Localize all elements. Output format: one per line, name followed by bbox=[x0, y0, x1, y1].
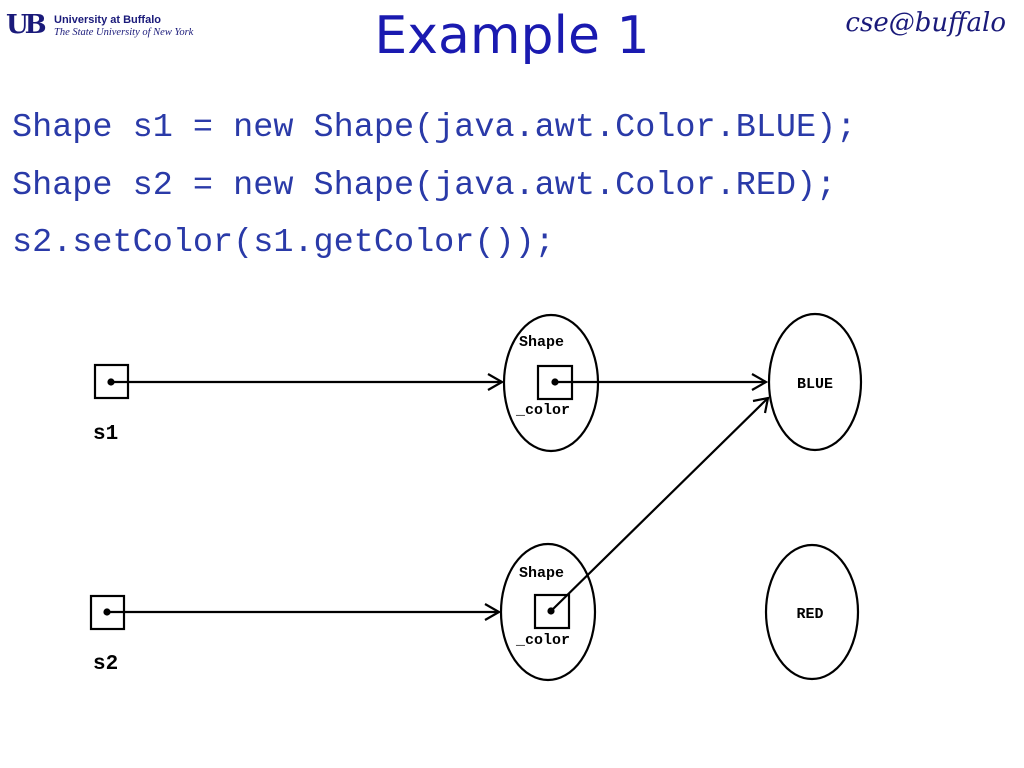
object-type-label-2: Shape bbox=[519, 565, 564, 582]
cse-logo: cse@buffalo bbox=[845, 8, 1006, 38]
reference-dot-s1 bbox=[107, 378, 115, 386]
reference-dot-s2 bbox=[103, 608, 111, 616]
reference-arrow-color-2 bbox=[550, 397, 769, 612]
variable-label-s2: s2 bbox=[93, 653, 118, 676]
code-line: Shape s2 = new Shape(java.awt.Color.RED)… bbox=[12, 166, 837, 205]
object-type-label-1: Shape bbox=[519, 334, 564, 351]
value-label-red: RED bbox=[796, 606, 823, 623]
arrowhead-color-1 bbox=[751, 373, 769, 391]
code-block: Shape s1 = new Shape(java.awt.Color.BLUE… bbox=[12, 100, 856, 273]
slide-header: UB University at Buffalo The State Unive… bbox=[0, 0, 1024, 80]
slide-title: Example 1 bbox=[374, 6, 650, 66]
reference-dot-color-1 bbox=[551, 378, 559, 386]
code-line: s2.setColor(s1.getColor()); bbox=[12, 224, 555, 262]
arrowhead-color-2 bbox=[752, 396, 770, 414]
arrowhead-s1 bbox=[487, 373, 505, 391]
university-subtitle: The State University of New York bbox=[54, 27, 194, 38]
value-object-red bbox=[764, 543, 860, 681]
object-field-label-2: _color bbox=[515, 632, 570, 649]
variable-label-s1: s1 bbox=[93, 423, 118, 446]
value-object-blue bbox=[767, 312, 863, 452]
arrowhead-s2 bbox=[484, 603, 502, 621]
university-name: University at Buffalo bbox=[54, 14, 161, 26]
color-field-box-2 bbox=[533, 593, 571, 630]
reference-dot-color-2 bbox=[547, 607, 555, 615]
ub-logo-mark: UB bbox=[6, 10, 47, 40]
code-line: Shape s1 = new Shape(java.awt.Color.BLUE… bbox=[12, 109, 857, 147]
object-field-label-1: _color bbox=[515, 402, 570, 419]
university-logo: UB University at Buffalo The State Unive… bbox=[4, 8, 204, 42]
value-label-blue: BLUE bbox=[797, 376, 833, 393]
